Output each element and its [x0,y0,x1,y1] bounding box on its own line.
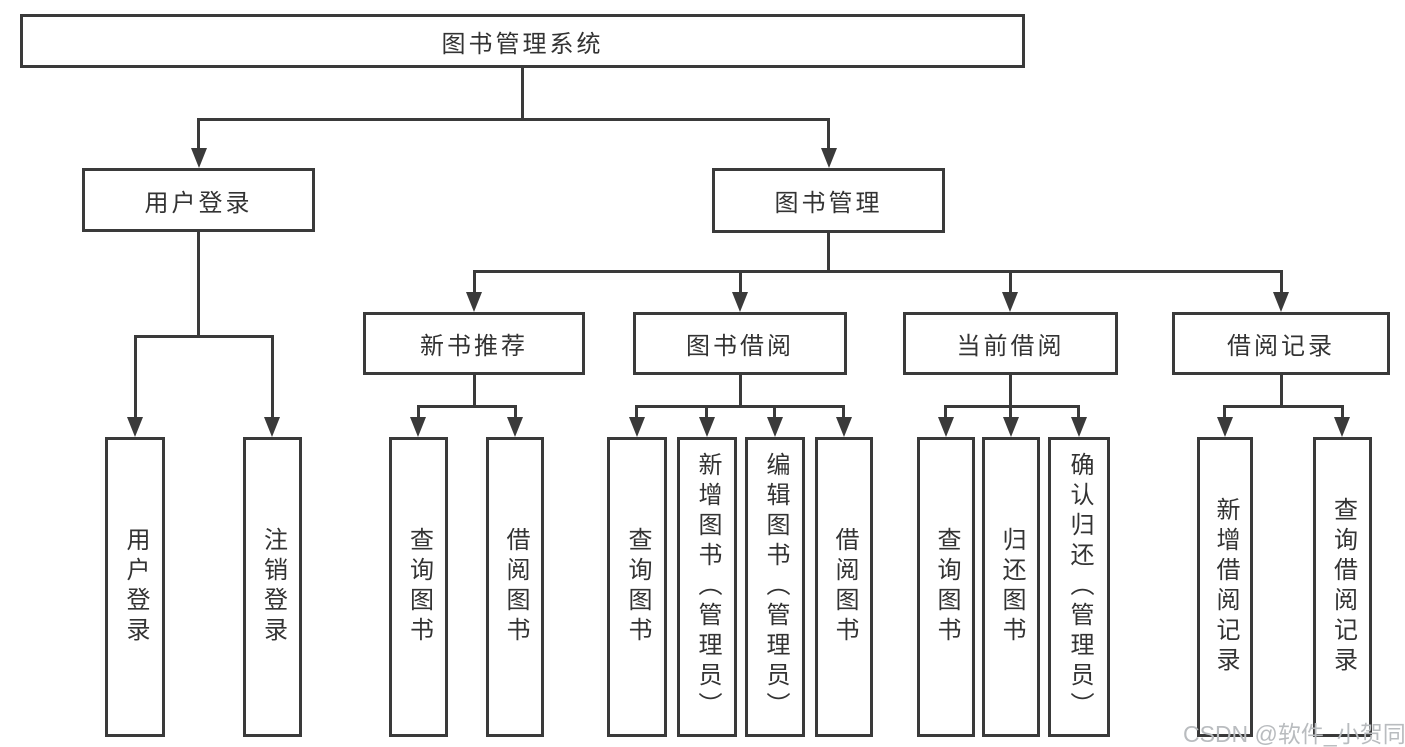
leaf-borrowing-borrow-books: 借阅图书 [815,437,873,737]
leaf-borrowing-add-books-admin: 新增图书（管理员） [677,437,737,737]
connector-line [1009,375,1012,408]
connector-line [944,405,947,419]
leaf-current-query-books: 查询图书 [917,437,975,737]
connector-line [197,118,200,150]
node-label: 当前借阅 [956,333,1065,360]
connector-line [514,405,517,419]
connector-line [1223,405,1344,408]
connector-line [1341,405,1344,419]
arrow-down-icon [1003,417,1019,437]
node-label: 图书借阅 [686,333,794,360]
arrow-down-icon [1334,417,1350,437]
connector-line [1009,405,1012,419]
arrow-down-icon [410,417,426,437]
leaf-records-add-record: 新增借阅记录 [1197,437,1253,737]
arrow-down-icon [127,417,143,437]
connector-line [134,335,274,338]
node-label: 归还图书 [998,527,1025,647]
connector-line [197,118,830,121]
node-new-book-recommend: 新书推荐 [363,312,585,375]
node-label: 新增借阅记录 [1212,497,1239,677]
arrow-down-icon [191,148,207,168]
node-label: 新增图书（管理员） [694,452,721,722]
connector-line [1280,270,1283,294]
connector-line [1223,405,1226,419]
node-label: 图书管理系统 [441,30,604,58]
connector-line [944,405,1080,408]
arrow-down-icon [466,292,482,312]
leaf-current-confirm-return-admin: 确认归还（管理员） [1048,437,1110,737]
node-book-management: 图书管理 [712,168,945,233]
connector-line [417,405,420,419]
connector-line [1009,270,1012,294]
arrow-down-icon [1071,417,1087,437]
leaf-user-login: 用户登录 [105,437,165,737]
node-book-borrowing: 图书借阅 [633,312,847,375]
node-library-management-system: 图书管理系统 [20,14,1025,68]
node-label: 编辑图书（管理员） [762,452,789,722]
node-label: 查询借阅记录 [1329,497,1357,677]
connector-line [1280,375,1283,408]
arrow-down-icon [699,417,715,437]
arrow-down-icon [1273,292,1289,312]
connector-line [705,405,708,419]
node-label: 借阅记录 [1227,333,1335,360]
connector-line [827,233,830,273]
leaf-records-query-record: 查询借阅记录 [1313,437,1372,737]
connector-line [739,375,742,408]
leaf-current-return-books: 归还图书 [982,437,1040,737]
connector-line [473,270,1283,273]
leaf-borrowing-query-books: 查询图书 [607,437,667,737]
node-label: 新书推荐 [420,333,528,360]
connector-line [521,68,524,121]
connector-line [271,335,274,419]
arrow-down-icon [938,417,954,437]
csdn-watermark: CSDN @软件_小贺同学 [1183,721,1405,747]
connector-line [635,405,638,419]
node-label: 查询图书 [933,527,960,647]
connector-line [827,118,830,150]
connector-line [635,405,845,408]
arrow-down-icon [767,417,783,437]
arrow-down-icon [732,292,748,312]
node-user-login: 用户登录 [82,168,315,232]
arrow-down-icon [629,417,645,437]
leaf-recommend-borrow-books: 借阅图书 [486,437,544,737]
arrow-down-icon [836,417,852,437]
arrow-down-icon [821,148,837,168]
connector-line [417,405,517,408]
connector-line [473,270,476,294]
node-label: 注销登录 [259,527,287,647]
node-label: 用户登录 [144,189,253,217]
node-label: 用户登录 [122,527,149,647]
node-label: 确认归还（管理员） [1066,452,1093,722]
node-borrowing-records: 借阅记录 [1172,312,1390,375]
arrow-down-icon [1002,292,1018,312]
connector-line [773,405,776,419]
node-label: 借阅图书 [502,527,529,647]
node-label: 查询图书 [405,527,433,647]
leaf-recommend-query-books: 查询图书 [389,437,448,737]
node-current-borrowing: 当前借阅 [903,312,1118,375]
node-label: 借阅图书 [831,527,858,647]
connector-line [842,405,845,419]
arrow-down-icon [264,417,280,437]
connector-line [739,270,742,294]
connector-line [134,335,137,419]
node-label: 图书管理 [774,190,883,217]
leaf-borrowing-edit-books-admin: 编辑图书（管理员） [745,437,805,737]
node-label: 查询图书 [624,527,651,647]
connector-line [473,375,476,408]
arrow-down-icon [507,417,523,437]
connector-line [1077,405,1080,419]
leaf-logout: 注销登录 [243,437,302,737]
connector-line [197,232,200,338]
arrow-down-icon [1217,417,1233,437]
